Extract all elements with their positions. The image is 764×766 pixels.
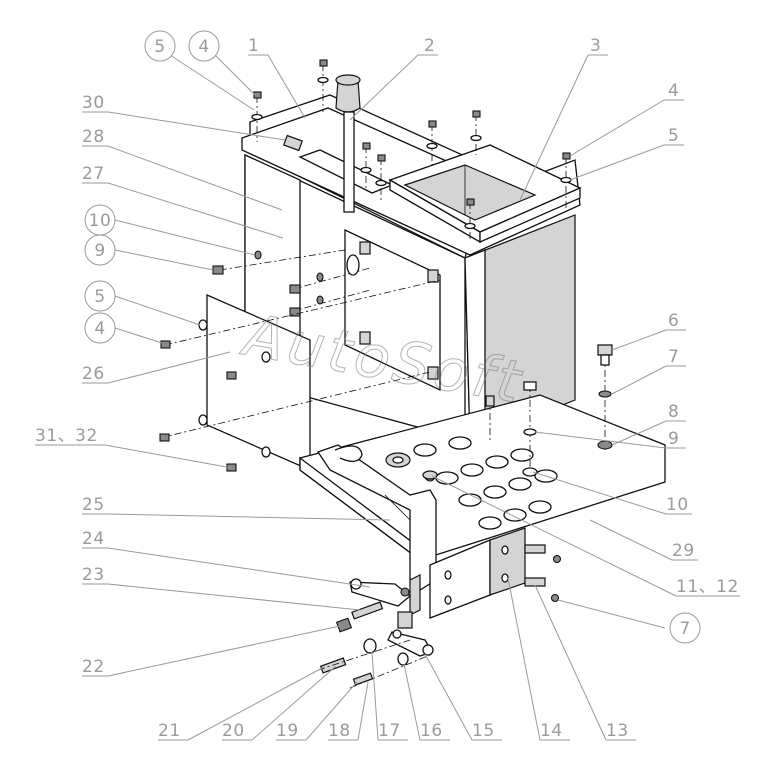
label-26: 26 — [82, 364, 105, 384]
label-30: 30 — [82, 93, 105, 113]
label-13: 13 — [606, 721, 629, 741]
label-1: 1 — [248, 36, 259, 56]
svg-text:5: 5 — [154, 37, 165, 57]
callout-4-left: 4 — [84, 312, 116, 344]
left-side-bolts — [212, 249, 371, 317]
label-5-right: 5 — [668, 126, 679, 146]
svg-text:10: 10 — [89, 211, 112, 231]
svg-text:9: 9 — [94, 241, 105, 261]
label-4-right: 4 — [668, 81, 679, 101]
label-24: 24 — [82, 529, 105, 549]
label-16: 16 — [420, 721, 443, 741]
label-11-12: 11、12 — [676, 577, 739, 597]
label-18: 18 — [328, 721, 351, 741]
plain-callouts: 1 2 3 4 5 30 28 27 26 31、32 25 24 23 22 … — [35, 36, 739, 741]
right-bolts — [485, 344, 613, 477]
shift-lever — [335, 74, 361, 213]
side-cover-plate — [159, 279, 441, 472]
label-23: 23 — [82, 565, 105, 585]
svg-text:4: 4 — [94, 319, 105, 339]
label-29: 29 — [672, 541, 695, 561]
svg-text:5: 5 — [94, 287, 105, 307]
label-21: 21 — [158, 721, 181, 741]
top-screws — [251, 59, 572, 240]
label-9-right: 9 — [668, 429, 679, 449]
label-3: 3 — [590, 36, 601, 56]
circled-callouts: 5 4 10 9 5 4 7 — [84, 30, 701, 644]
label-2: 2 — [424, 36, 435, 56]
label-31-32: 31、32 — [35, 426, 98, 446]
label-28: 28 — [82, 127, 105, 147]
label-27: 27 — [82, 164, 105, 184]
label-22: 22 — [82, 657, 105, 677]
callout-4-top: 4 — [188, 30, 220, 62]
callout-leaders — [35, 54, 740, 741]
callout-7-bottom: 7 — [669, 612, 701, 644]
label-14: 14 — [540, 721, 563, 741]
label-6: 6 — [668, 311, 679, 331]
linkage-assembly — [316, 444, 562, 689]
label-10-right: 10 — [666, 495, 689, 515]
callout-10-left: 10 — [84, 204, 116, 236]
callout-5-left: 5 — [84, 280, 116, 312]
callout-9-left: 9 — [84, 234, 116, 266]
label-20: 20 — [222, 721, 245, 741]
svg-text:4: 4 — [198, 37, 209, 57]
svg-text:7: 7 — [679, 619, 690, 639]
label-17: 17 — [378, 721, 401, 741]
label-7-right: 7 — [668, 347, 679, 367]
label-19: 19 — [276, 721, 299, 741]
label-8: 8 — [668, 402, 679, 422]
top-plate — [241, 94, 582, 259]
callout-5-top: 5 — [144, 30, 176, 62]
label-15: 15 — [472, 721, 495, 741]
label-25: 25 — [82, 495, 105, 515]
